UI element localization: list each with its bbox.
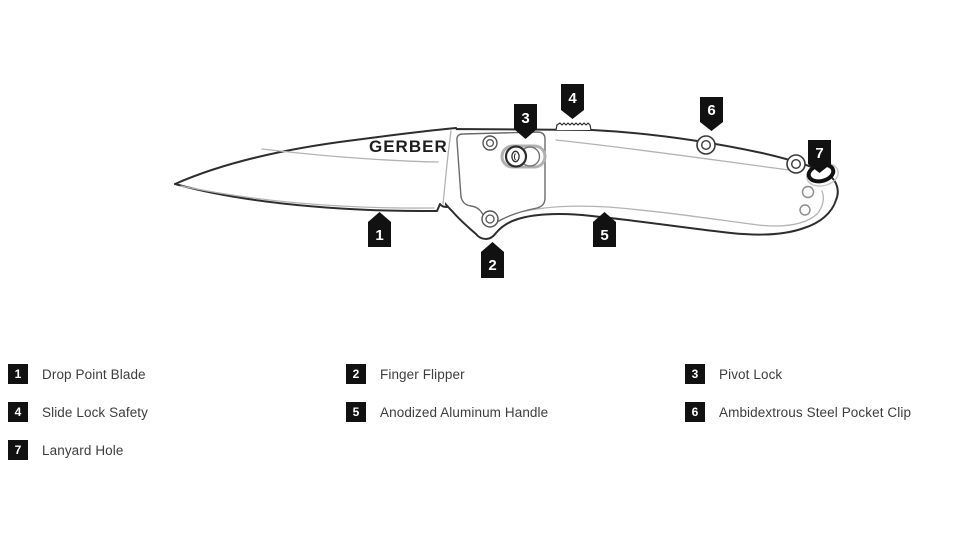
handle-inner-contour (496, 190, 824, 227)
callout-number: 7 (815, 145, 823, 162)
legend-item-pivot-lock: 3 Pivot Lock (685, 355, 978, 393)
brand-logo: GERBER (369, 137, 448, 156)
callout-badge-5: 5 (593, 212, 616, 247)
legend-label: Pivot Lock (719, 366, 783, 382)
legend-label: Ambidextrous Steel Pocket Clip (719, 404, 912, 420)
fingerprint-outer (511, 150, 520, 163)
legend-label: Drop Point Blade (42, 366, 146, 382)
legend-badge: 5 (346, 402, 366, 422)
pivot-lock (500, 144, 547, 169)
legend-item-slide-lock-safety: 4 Slide Lock Safety (8, 393, 346, 431)
knife-diagram: GERBER (174, 84, 839, 278)
pocket-clip-edge (555, 139, 798, 172)
legend-badge: 3 (685, 364, 705, 384)
bolster-screw-top (482, 135, 498, 151)
fingerprint-icon (511, 150, 520, 163)
callout-number: 6 (707, 102, 715, 119)
bolster-screw-bottom (481, 210, 499, 228)
blade-spine (174, 127, 457, 185)
callout-arrow-down (808, 140, 831, 173)
callout-badge-2: 2 (481, 242, 504, 278)
callout-number: 4 (568, 90, 577, 107)
legend-label: Anodized Aluminum Handle (380, 404, 549, 420)
handle-pin-top (801, 185, 815, 199)
feature-legend: 1 Drop Point Blade 2 Finger Flipper 3 Pi… (8, 355, 978, 469)
legend-item-lanyard-hole: 7 Lanyard Hole (8, 431, 346, 469)
callout-arrow-up (593, 212, 616, 247)
callout-number: 2 (488, 257, 496, 274)
callout-arrow-up (368, 212, 391, 247)
slide-lock-jimping (555, 122, 592, 131)
screw-inner-ring (701, 139, 712, 150)
legend-badge: 2 (346, 364, 366, 384)
legend-badge: 4 (8, 402, 28, 422)
legend-badge: 7 (8, 440, 28, 460)
blade-plunge-line (442, 130, 452, 205)
callout-number: 5 (600, 227, 608, 244)
pocket-clip-screw-rear (786, 154, 806, 174)
legend-badge: 1 (8, 364, 28, 384)
screw-inner-ring (485, 138, 495, 148)
callout-arrow-down (514, 104, 537, 139)
legend-label: Slide Lock Safety (42, 404, 149, 420)
callout-badge-7: 7 (808, 140, 831, 173)
callout-arrow-down (700, 97, 723, 131)
fingerprint-inner (513, 153, 516, 161)
callout-badge-1: 1 (368, 212, 391, 247)
handle-pin-bottom (799, 204, 811, 216)
legend-label: Lanyard Hole (42, 442, 124, 458)
blade-fill (175, 128, 456, 211)
pocket-clip-screw-front (696, 135, 716, 155)
blade-cutting-edge (174, 183, 449, 212)
legend-item-finger-flipper: 2 Finger Flipper (346, 355, 685, 393)
legend-item-ambidextrous-steel-pocket-clip: 6 Ambidextrous Steel Pocket Clip (685, 393, 978, 431)
callout-badge-4: 4 (561, 84, 584, 119)
pivot-lock-button (504, 145, 528, 168)
blade-edge-bevel-line (180, 185, 435, 209)
blade: GERBER (174, 127, 457, 212)
callout-arrow-down (561, 84, 584, 119)
bolster-plate (456, 131, 547, 228)
callout-badge-6: 6 (700, 97, 723, 131)
blade-grind-line (261, 148, 439, 163)
callout-arrow-up (481, 242, 504, 278)
legend-item-anodized-aluminum-handle: 5 Anodized Aluminum Handle (346, 393, 685, 431)
callout-number: 1 (375, 227, 383, 244)
legend-item-drop-point-blade: 1 Drop Point Blade (8, 355, 346, 393)
callout-badge-3: 3 (514, 104, 537, 139)
legend-label: Finger Flipper (380, 366, 465, 382)
screw-inner-ring (485, 214, 495, 224)
legend-badge: 6 (685, 402, 705, 422)
screw-inner-ring (791, 158, 802, 169)
callout-number: 3 (521, 110, 529, 127)
